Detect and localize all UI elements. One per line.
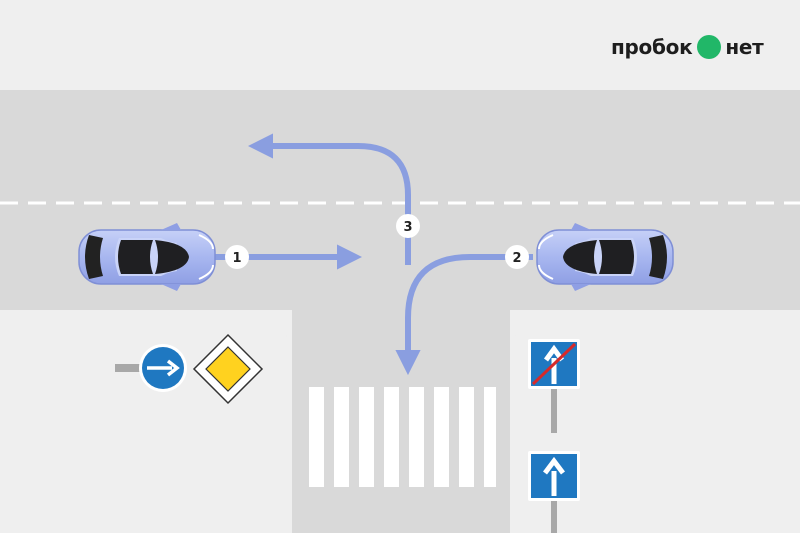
vehicle-badge-3: 3 <box>396 214 420 238</box>
brand-word-left: пробок <box>611 35 693 59</box>
arrow-right-icon <box>147 359 180 377</box>
sign-pole-right-top <box>551 385 557 433</box>
up-arrow-icon <box>543 456 565 496</box>
end-of-one-way-road-sign <box>528 339 580 389</box>
car-2 <box>536 223 674 291</box>
sidewalk-left <box>0 312 292 533</box>
brand-dot-icon <box>697 35 722 59</box>
vehicle-label-2: 2 <box>512 251 521 266</box>
pass-right-sign <box>139 344 187 392</box>
pedestrian-crossing <box>309 387 496 487</box>
arrow-2-left-turn <box>395 254 533 376</box>
priority-road-sign <box>192 333 264 405</box>
sidewalk-right <box>510 312 800 533</box>
car-1 <box>78 223 216 291</box>
brand-logo: пробок нет <box>611 32 764 62</box>
side-road <box>292 300 510 533</box>
right-sign-group <box>528 339 580 533</box>
yellow-diamond-icon <box>205 346 251 392</box>
vehicle-badge-2: 2 <box>505 245 529 269</box>
left-sign-group <box>115 333 264 405</box>
one-way-road-sign <box>528 451 580 501</box>
vehicle-label-1: 1 <box>232 251 241 266</box>
sign-pole-right-bottom <box>551 497 557 533</box>
arrow-3-left-turn <box>247 133 411 265</box>
sign-pole-left <box>115 364 145 372</box>
vehicle-label-3: 3 <box>403 220 412 235</box>
vehicle-badge-1: 1 <box>225 245 249 269</box>
brand-word-right: нет <box>725 35 764 59</box>
